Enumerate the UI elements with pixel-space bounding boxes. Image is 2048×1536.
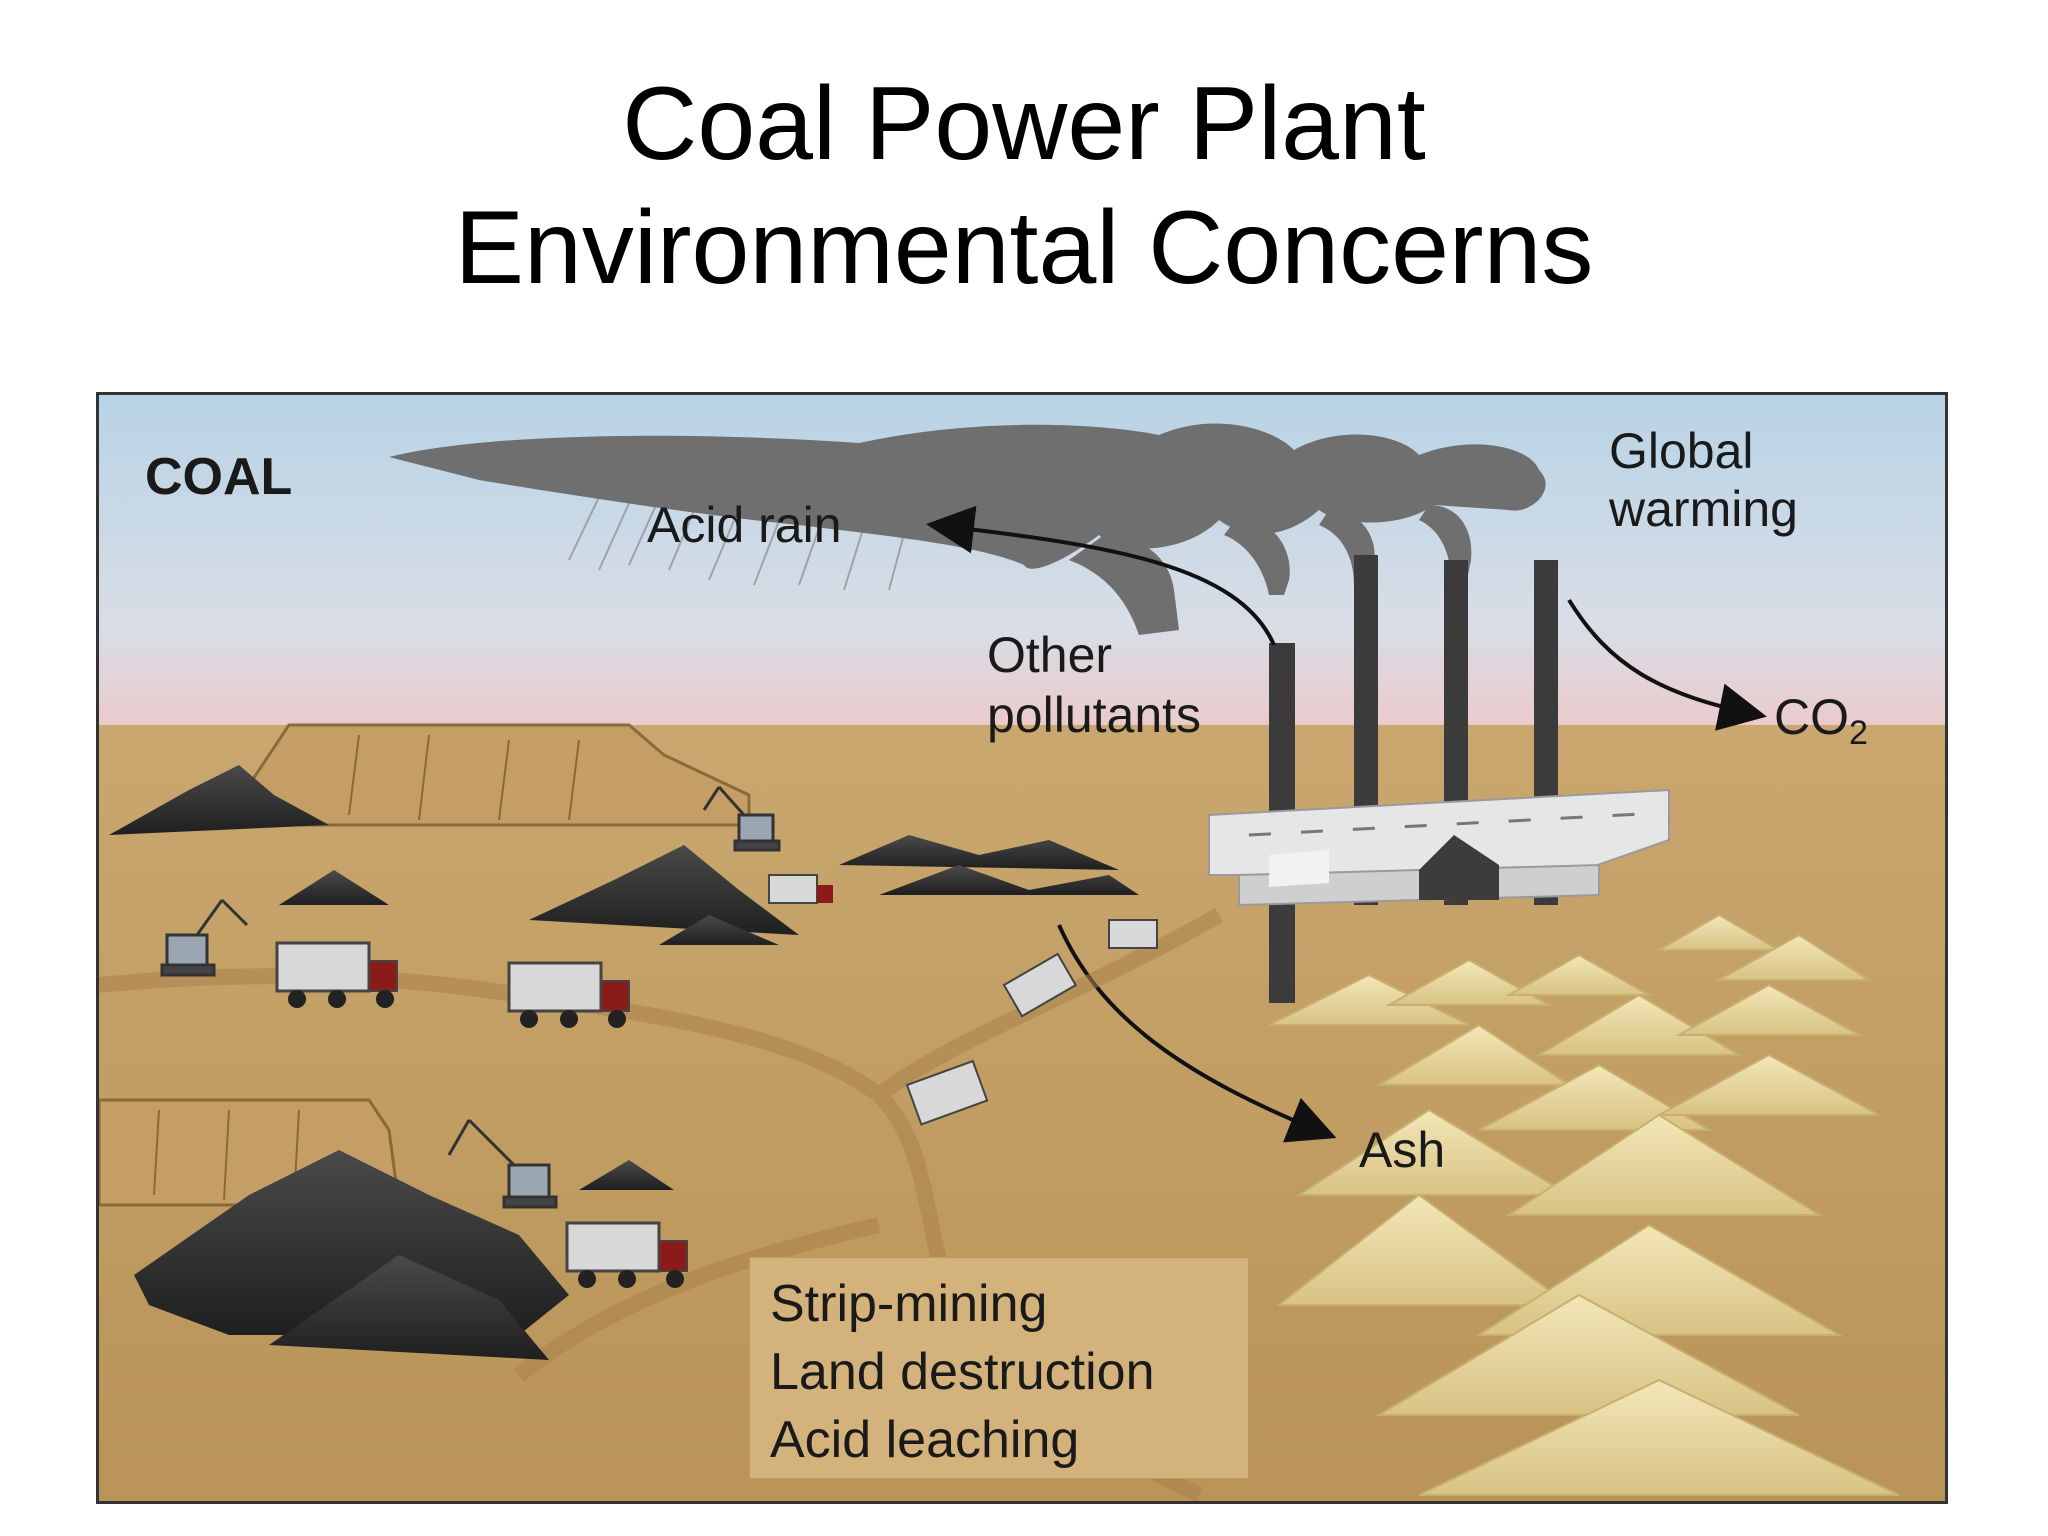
mining-impacts-box: Strip-mining Land destruction Acid leach… (749, 1257, 1249, 1479)
title-line-2: Environmental Concerns (0, 186, 2048, 310)
label-global-warming-line-2: warming (1609, 479, 1798, 539)
label-ash: Ash (1359, 1120, 1445, 1180)
label-acid-rain: Acid rain (647, 495, 842, 555)
diagram-heading: COAL (145, 447, 292, 507)
title-line-1: Coal Power Plant (0, 62, 2048, 186)
label-other-pollutants-line-1: Other (987, 625, 1112, 685)
mining-impact-land-destruction: Land destruction (770, 1338, 1248, 1406)
label-co2: CO2 (1774, 687, 1868, 763)
label-co2-main: CO (1774, 689, 1849, 745)
label-other-pollutants-line-2: pollutants (987, 685, 1201, 745)
label-co2-subscript: 2 (1849, 714, 1868, 752)
slide-title: Coal Power Plant Environmental Concerns (0, 62, 2048, 310)
coal-environment-illustration: COAL Acid rain Global warming Other poll… (96, 392, 1948, 1504)
truck-4 (1109, 920, 1157, 948)
mining-impact-strip-mining: Strip-mining (770, 1270, 1248, 1338)
label-global-warming-line-1: Global (1609, 421, 1754, 481)
mining-impact-acid-leaching: Acid leaching (770, 1406, 1248, 1474)
